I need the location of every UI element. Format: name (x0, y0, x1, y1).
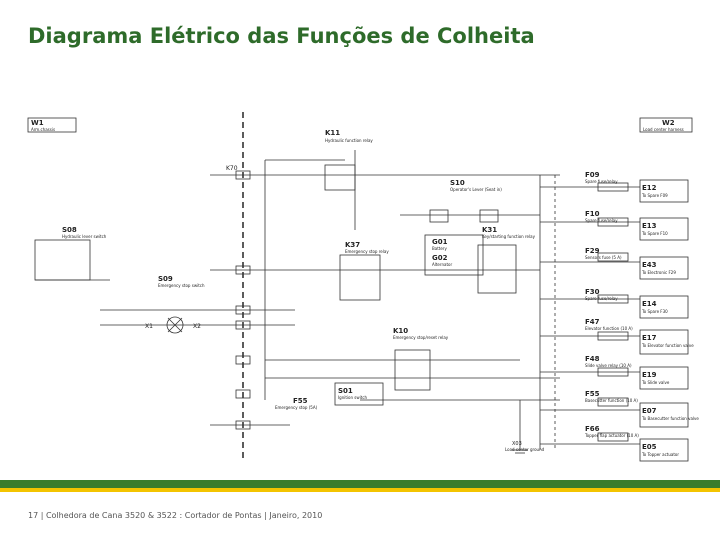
e12-desc: To Spare F09 (641, 193, 668, 198)
f10-desc: Spare fuse/relay (585, 218, 618, 223)
e19-label: E19 (642, 371, 657, 379)
e05-desc: To Topper actuator (641, 452, 679, 457)
g01-desc: Battery (432, 246, 447, 251)
s10-desc: Operator's Lever (Seat in) (450, 187, 502, 192)
w2-box (639, 117, 693, 133)
w2-label: W2 (662, 119, 675, 127)
e13-desc: To Spare F10 (641, 231, 668, 236)
f66-desc: Topper flap actuator (10 A) (584, 433, 639, 438)
k10-desc: Emergency stop/reset relay (393, 335, 449, 340)
f48-label: F48 (585, 355, 600, 363)
w1-box (27, 117, 77, 133)
k37-label: K37 (345, 241, 360, 249)
f09-label: F09 (585, 171, 600, 179)
f66-label: F66 (585, 425, 600, 433)
w1-desc: Arm.chassis (31, 127, 55, 132)
e17-label: E17 (642, 334, 657, 342)
e13-label: E13 (642, 222, 657, 230)
e14-label: E14 (642, 300, 657, 308)
k11-label: K11 (325, 129, 340, 137)
e07-desc: To Basecutter function valve (641, 416, 699, 421)
footer-green-bar (0, 480, 720, 488)
page-title: Diagrama Elétrico das Funções de Colheit… (28, 24, 535, 48)
s09-desc: Emergency stop switch (158, 283, 205, 288)
x2-label: X2 (193, 323, 201, 330)
x1-label: X1 (145, 323, 153, 330)
e43-label: E43 (642, 261, 657, 269)
x03-label: X03 (512, 441, 522, 447)
footer-yellow-bar (0, 488, 720, 492)
e12-label: E12 (642, 184, 657, 192)
f29-label: F29 (585, 247, 600, 255)
g02-desc: Alternator (432, 262, 452, 267)
e07-label: E07 (642, 407, 657, 415)
k11-desc: Hydraulic function relay (325, 138, 373, 143)
s09-label: S09 (158, 275, 173, 283)
w2-desc: Load center harness (643, 127, 684, 132)
s10-label: S10 (450, 179, 465, 187)
s08-desc: Hydraulic lever switch (62, 234, 107, 239)
k31-label: K31 (482, 226, 497, 234)
s01-desc: Ignition switch (338, 395, 368, 400)
s01-label: S01 (338, 387, 353, 395)
e43-desc: To Electronic F29 (641, 270, 676, 275)
e05-label: E05 (642, 443, 657, 451)
f30-label: F30 (585, 288, 600, 296)
k70-label: K70 (226, 165, 238, 172)
g02-label: G02 (432, 254, 448, 262)
f47-desc: Elevator function (10 A) (585, 326, 633, 331)
f48-desc: Slide valve relay (10 A) (585, 363, 632, 368)
e19-desc: To Slide valve (641, 380, 670, 385)
f10-label: F10 (585, 210, 600, 218)
e17-desc: To Elevator function valve (641, 343, 694, 348)
k10-label: K10 (393, 327, 408, 335)
f30-desc: Spare fuse/relay (585, 296, 618, 301)
g01-label: G01 (432, 238, 448, 246)
e14-desc: To Spare F30 (641, 309, 668, 314)
f47-label: F47 (585, 318, 600, 326)
footer-text: 17 | Colhedora de Cana 3520 & 3522 : Cor… (28, 511, 323, 520)
f55-right-label: F55 (585, 390, 600, 398)
x03-desc: Load center ground (505, 447, 545, 452)
f29-desc: Sensors fuse (5 A) (585, 255, 622, 260)
k37-desc: Emergency stop relay (345, 249, 389, 254)
k31-desc: Key/starting function relay (482, 234, 536, 239)
f55-right-desc: Basecutter function (10 A) (585, 398, 638, 403)
f55-left-label: F55 (293, 397, 308, 405)
s08-label: S08 (62, 226, 77, 234)
f09-desc: Spare fuse/relay (585, 179, 618, 184)
f55-left-desc: Emergency stop (5A) (275, 405, 318, 410)
w1-label: W1 (31, 119, 44, 127)
